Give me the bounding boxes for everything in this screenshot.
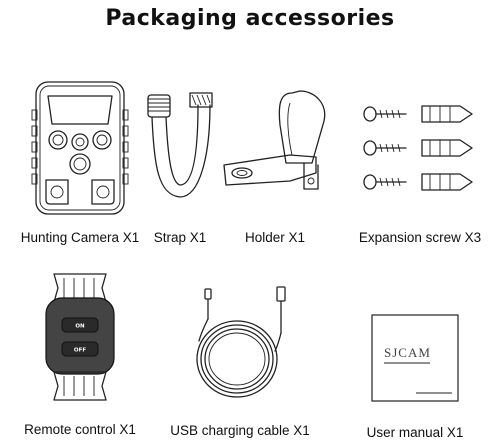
- strap-item: Strap X1: [140, 85, 220, 245]
- remote-off-button: OFF: [74, 348, 86, 354]
- screw-icon: [363, 105, 473, 191]
- holder-label: Holder X1: [244, 230, 306, 245]
- expansion-screw-item: Expansion screw X3: [359, 100, 481, 245]
- holder-icon: [223, 90, 326, 190]
- remote-on-button: ON: [75, 324, 85, 330]
- usb-cable-item: USB charging cable X1: [170, 285, 310, 438]
- cable-icon: [196, 286, 286, 398]
- remote-control-item: ON OFF Remote control X1: [24, 268, 136, 437]
- holder-item: Holder X1: [220, 85, 330, 245]
- remote-control-label: Remote control X1: [24, 422, 136, 437]
- hunting-camera-item: Hunting Camera X1: [21, 80, 139, 245]
- manual-icon: SJCAM: [371, 314, 459, 402]
- user-manual-label: User manual X1: [366, 425, 464, 440]
- user-manual-item: SJCAM User manual X1: [367, 313, 463, 440]
- manual-brand-logo: SJCAM: [384, 345, 431, 360]
- remote-icon: ON OFF: [45, 273, 115, 401]
- usb-cable-label: USB charging cable X1: [170, 423, 310, 438]
- page-title: Packaging accessories: [105, 6, 395, 31]
- hunting-camera-label: Hunting Camera X1: [20, 230, 140, 245]
- expansion-screw-label: Expansion screw X3: [358, 230, 482, 245]
- camera-icon: [31, 81, 129, 215]
- strap-icon: [147, 92, 213, 198]
- strap-label: Strap X1: [153, 230, 207, 245]
